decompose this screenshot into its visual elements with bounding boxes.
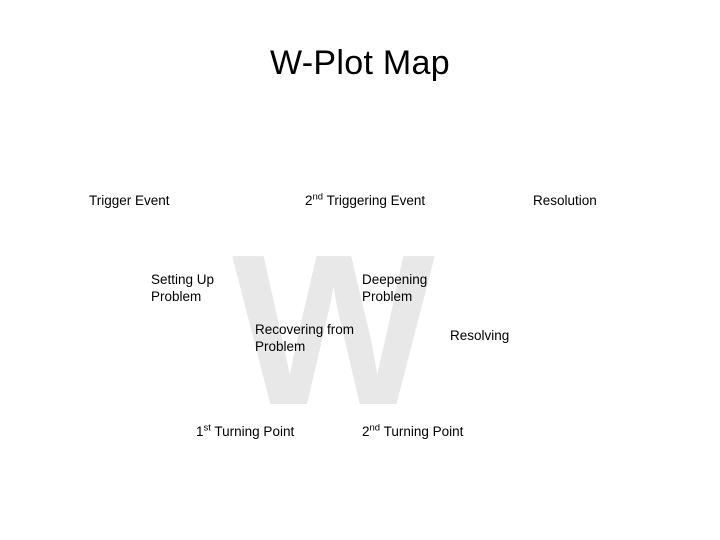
label-first-turning-point-suffix: st	[203, 422, 211, 434]
label-second-turning-point-number: 2	[362, 424, 370, 439]
label-trigger-event: Trigger Event	[89, 193, 170, 208]
label-first-turning-point-number: 1	[196, 424, 204, 439]
label-first-turning-point: 1st Turning Point	[196, 423, 294, 440]
label-second-turning-point: 2nd Turning Point	[362, 423, 463, 440]
w-letter-watermark: W	[232, 209, 435, 450]
label-second-turning-point-rest: Turning Point	[380, 424, 464, 439]
label-second-triggering-event: 2nd Triggering Event	[305, 192, 425, 209]
label-deepening-problem: Deepening Problem	[362, 272, 428, 304]
label-second-turning-point-suffix: nd	[369, 422, 381, 434]
label-first-turning-point-rest: Turning Point	[210, 424, 295, 439]
label-second-triggering-event-number: 2	[305, 193, 313, 208]
label-resolution: Resolution	[533, 193, 597, 208]
label-recovering-from-problem: Recovering from Problem	[255, 322, 355, 354]
label-second-triggering-event-suffix: nd	[312, 191, 324, 203]
label-resolving: Resolving	[450, 328, 510, 343]
page-title: W-Plot Map	[270, 44, 450, 82]
label-second-triggering-event-rest: Triggering Event	[323, 193, 426, 208]
label-setting-up-problem: Setting Up Problem	[151, 272, 215, 304]
